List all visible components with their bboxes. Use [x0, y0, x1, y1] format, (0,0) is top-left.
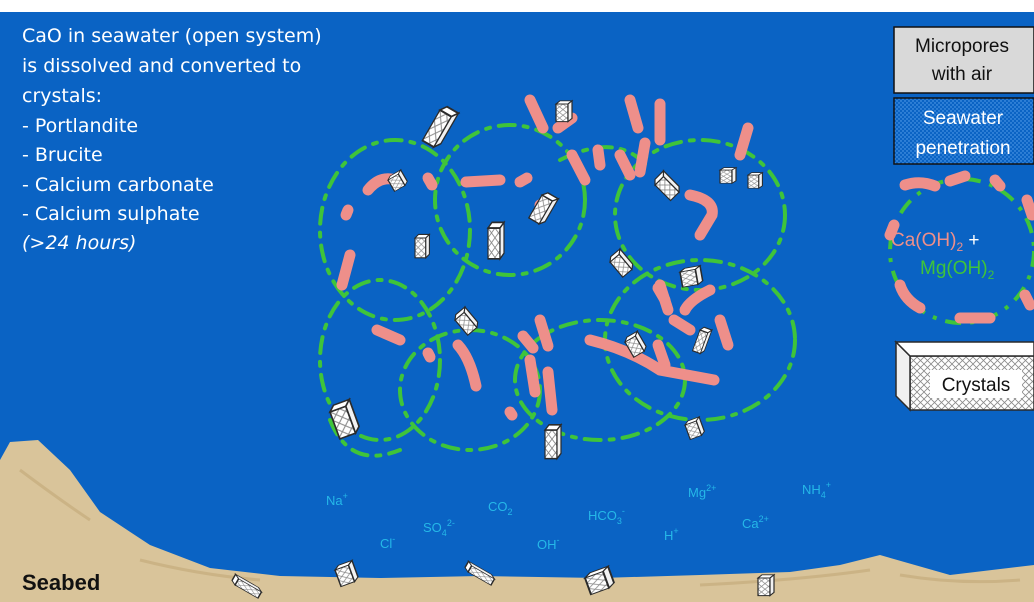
legend-mgoh-label: Mg(OH)2 — [920, 258, 995, 282]
intro-line-duration: (>24 hours) — [22, 232, 136, 254]
legend-caoh-label: Ca(OH)2 + — [891, 230, 980, 254]
ion-ca: Ca2+ — [742, 514, 769, 531]
legend-particle-symbol — [884, 170, 1034, 325]
intro-line: is dissolved and converted to — [22, 55, 301, 77]
ions: Na+ Cl- SO42- CO2 OH- HCO3- H+ Mg2+ Ca2+… — [326, 480, 831, 552]
intro-line: - Calcium carbonate — [22, 174, 214, 196]
seabed-label: Seabed — [22, 570, 100, 595]
legend-crystals-label: Crystals — [942, 375, 1011, 396]
legend-seawater-box — [893, 97, 1034, 165]
legend-micropores-box — [893, 26, 1034, 94]
legend-crystal-symbol — [894, 340, 1034, 412]
intro-line: - Portlandite — [22, 115, 138, 137]
seabed-texture — [19, 468, 1021, 587]
legend-seawater-line1: Seawater — [923, 108, 1004, 129]
intro-text: CaO in seawater (open system) is dissolv… — [22, 25, 328, 254]
ion-so4: SO42- — [423, 518, 455, 538]
ion-mg: Mg2+ — [688, 483, 716, 500]
legend-micropores-line1: Micropores — [915, 36, 1009, 57]
seawater-background — [0, 12, 1034, 602]
ion-h: H+ — [664, 526, 679, 543]
ion-oh: OH- — [537, 535, 560, 552]
intro-line: - Calcium sulphate — [22, 203, 200, 225]
ion-nh4: NH4+ — [802, 480, 831, 500]
seabed — [0, 440, 1034, 602]
ion-co2: CO2 — [488, 499, 513, 517]
ion-na: Na+ — [326, 491, 348, 508]
legend-micropores-line2: with air — [931, 64, 993, 85]
legend-seawater-line2: penetration — [915, 138, 1010, 159]
intro-line: CaO in seawater (open system) — [22, 25, 322, 47]
legend: Micropores with air Seawater penetration… — [884, 26, 1034, 412]
ion-hco3: HCO3- — [588, 506, 625, 526]
intro-line: crystals: — [22, 85, 102, 107]
intro-line: - Brucite — [22, 144, 103, 166]
ca-oh-network — [336, 94, 754, 421]
ion-cl: Cl- — [380, 534, 395, 551]
